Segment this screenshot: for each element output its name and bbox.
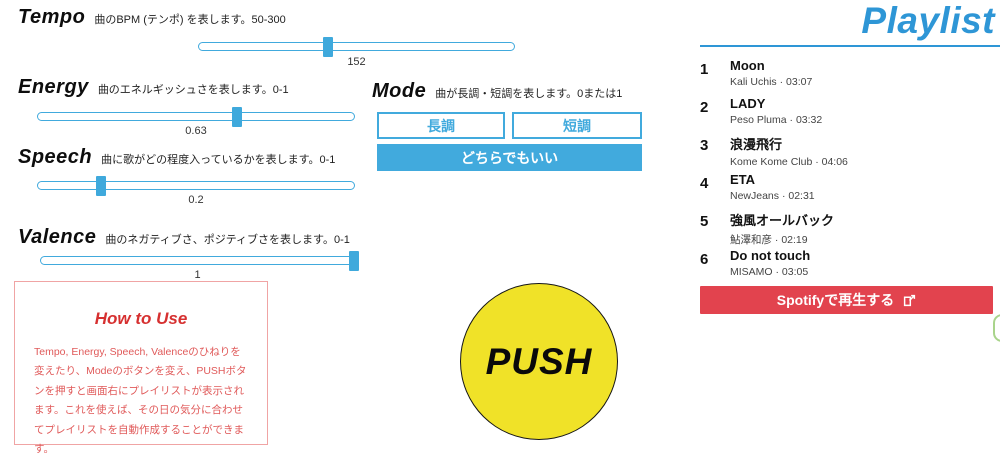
- how-to-use-box: How to Use Tempo, Energy, Speech, Valenc…: [14, 281, 268, 455]
- energy-label: Energy: [18, 76, 89, 98]
- track-artist-time: NewJeans · 02:31: [730, 190, 815, 202]
- tempo-description: 曲のBPM (テンポ) を表します。50-300: [94, 14, 286, 26]
- track-index: 4: [700, 175, 709, 192]
- valence-label: Valence: [18, 226, 97, 248]
- track-index: 2: [700, 99, 709, 116]
- valence-slider[interactable]: [40, 251, 359, 271]
- edge-clipped-green-button[interactable]: [993, 314, 1000, 342]
- mode-either-button[interactable]: どちらでもいい: [377, 144, 642, 171]
- energy-slider[interactable]: [37, 107, 355, 127]
- valence-section-heading: Valence 曲のネガティブさ、ポジティブさを表します。0-1: [18, 226, 350, 249]
- mode-major-button[interactable]: 長調: [377, 112, 505, 139]
- track-artist-time: Kali Uchis · 03:07: [730, 76, 813, 88]
- tempo-section-heading: Tempo 曲のBPM (テンポ) を表します。50-300: [18, 6, 286, 29]
- track-info: Moon Kali Uchis · 03:07: [730, 58, 812, 88]
- track-info: 強風オールバック 鮎澤和彦 · 02:19: [730, 210, 834, 247]
- track-title: ETA: [730, 172, 756, 187]
- speech-slider-thumb[interactable]: [96, 176, 107, 196]
- track-row[interactable]: 5 強風オールバック 鮎澤和彦 · 02:19: [700, 210, 993, 248]
- tempo-value: 152: [347, 56, 366, 68]
- track-artist-time: 鮎澤和彦 · 02:19: [730, 234, 808, 246]
- tempo-slider-thumb[interactable]: [323, 37, 334, 57]
- track-title: LADY: [730, 96, 766, 111]
- track-index: 1: [700, 61, 709, 78]
- how-to-use-title: How to Use: [94, 309, 188, 328]
- energy-description: 曲のエネルギッシュさを表します。0-1: [97, 84, 289, 96]
- track-info: LADY Peso Pluma · 03:32: [730, 96, 822, 126]
- speech-label: Speech: [18, 146, 93, 168]
- playlist-track-list: 1 Moon Kali Uchis · 03:07 2 LADY Peso Pl…: [700, 58, 993, 286]
- track-artist-time: MISAMO · 03:05: [730, 266, 809, 278]
- mode-description: 曲が長調・短調を表します。0または1: [435, 88, 623, 100]
- track-index: 6: [700, 251, 709, 268]
- track-row[interactable]: 3 浪漫飛行 Kome Kome Club · 04:06: [700, 134, 993, 172]
- track-index: 5: [700, 213, 709, 230]
- playlist-divider: [700, 45, 1000, 47]
- track-row[interactable]: 2 LADY Peso Pluma · 03:32: [700, 96, 993, 134]
- valence-slider-thumb[interactable]: [349, 251, 359, 271]
- track-row[interactable]: 4 ETA NewJeans · 02:31: [700, 172, 993, 210]
- spotify-play-button[interactable]: Spotifyで再生する: [700, 286, 993, 314]
- track-artist-time: Kome Kome Club · 04:06: [730, 156, 848, 168]
- tempo-slider[interactable]: [198, 37, 515, 57]
- track-title: 強風オールバック: [730, 213, 835, 228]
- push-button-label: PUSH: [485, 340, 593, 382]
- tempo-label: Tempo: [18, 6, 86, 28]
- track-info: 浪漫飛行 Kome Kome Club · 04:06: [730, 134, 848, 168]
- energy-section-heading: Energy 曲のエネルギッシュさを表します。0-1: [18, 76, 289, 99]
- track-row[interactable]: 1 Moon Kali Uchis · 03:07: [700, 58, 993, 96]
- track-title: Do not touch: [730, 248, 811, 263]
- track-info: ETA NewJeans · 02:31: [730, 172, 815, 202]
- speech-description: 曲に歌がどの程度入っているかを表します。0-1: [101, 154, 336, 166]
- track-artist-time: Peso Pluma · 03:32: [730, 114, 823, 126]
- how-to-use-body: Tempo, Energy, Speech, Valenceのひねりを変えたり、…: [34, 346, 247, 456]
- speech-section-heading: Speech 曲に歌がどの程度入っているかを表します。0-1: [18, 146, 335, 169]
- spotify-play-button-label: Spotifyで再生する: [776, 292, 895, 308]
- energy-value: 0.63: [185, 125, 207, 137]
- speech-value: 0.2: [188, 194, 204, 206]
- track-index: 3: [700, 137, 709, 154]
- valence-value: 1: [194, 269, 201, 281]
- track-info: Do not touch MISAMO · 03:05: [730, 248, 810, 278]
- mode-section-heading: Mode 曲が長調・短調を表します。0または1: [372, 80, 622, 103]
- mode-label: Mode: [372, 80, 427, 102]
- track-title: 浪漫飛行: [730, 137, 783, 152]
- speech-slider[interactable]: [37, 176, 355, 196]
- mode-minor-button[interactable]: 短調: [512, 112, 642, 139]
- external-link-icon: [904, 294, 916, 306]
- playlist-title: Playlist: [861, 0, 995, 41]
- track-title: Moon: [730, 58, 765, 73]
- track-row[interactable]: 6 Do not touch MISAMO · 03:05: [700, 248, 993, 286]
- valence-description: 曲のネガティブさ、ポジティブさを表します。0-1: [105, 234, 350, 246]
- energy-slider-thumb[interactable]: [232, 107, 243, 127]
- push-button[interactable]: PUSH: [460, 283, 618, 440]
